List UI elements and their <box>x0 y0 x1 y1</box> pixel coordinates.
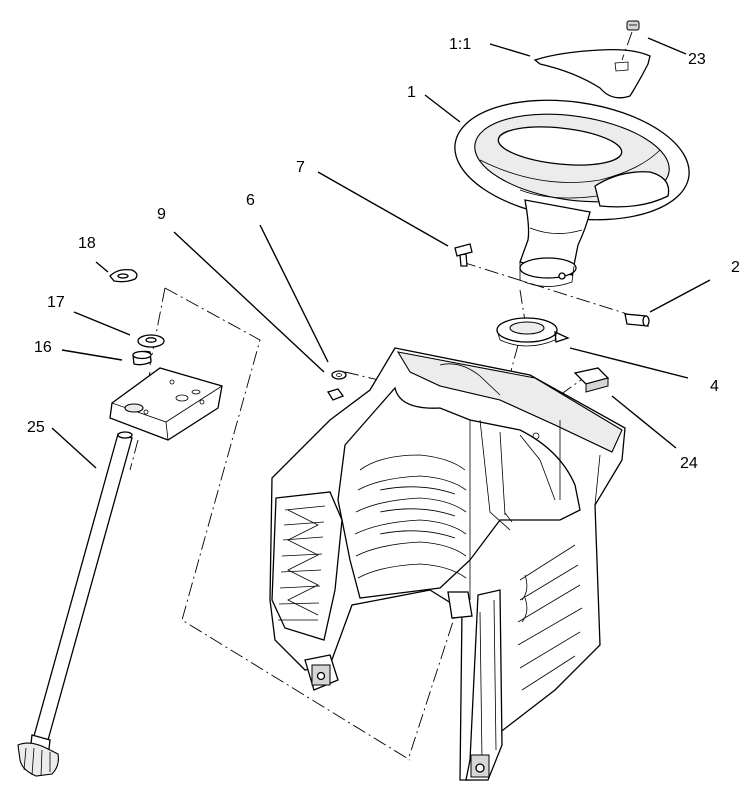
callout-1-1: 1:1 <box>449 36 471 53</box>
clip-part <box>626 20 640 31</box>
callout-16: 16 <box>34 339 52 356</box>
steering-wheel-cap <box>533 48 651 99</box>
steering-wheel <box>454 99 690 287</box>
shaft-retainers <box>109 268 165 366</box>
callout-9: 9 <box>157 206 166 223</box>
callout-2: 2 <box>731 259 740 276</box>
callout-24: 24 <box>680 455 698 472</box>
bolt-part <box>454 243 473 267</box>
dash-tower <box>269 347 626 781</box>
callout-7: 7 <box>296 159 305 176</box>
mounting-bracket <box>109 367 223 441</box>
leader-lines <box>51 37 711 469</box>
callout-17: 17 <box>47 294 65 311</box>
callout-1: 1 <box>407 84 416 101</box>
callout-18: 18 <box>78 235 96 252</box>
callout-4: 4 <box>710 378 719 395</box>
pin-part <box>624 313 650 327</box>
callout-6: 6 <box>246 192 255 209</box>
washer-and-nut <box>326 370 347 401</box>
clip-block-part <box>573 367 610 393</box>
callout-labels: 1:1 23 1 7 2 9 6 18 17 16 4 25 24 <box>27 36 740 472</box>
steering-shaft <box>17 431 133 777</box>
callout-23: 23 <box>688 51 706 68</box>
bushing-part <box>496 317 570 347</box>
callout-25: 25 <box>27 419 45 436</box>
